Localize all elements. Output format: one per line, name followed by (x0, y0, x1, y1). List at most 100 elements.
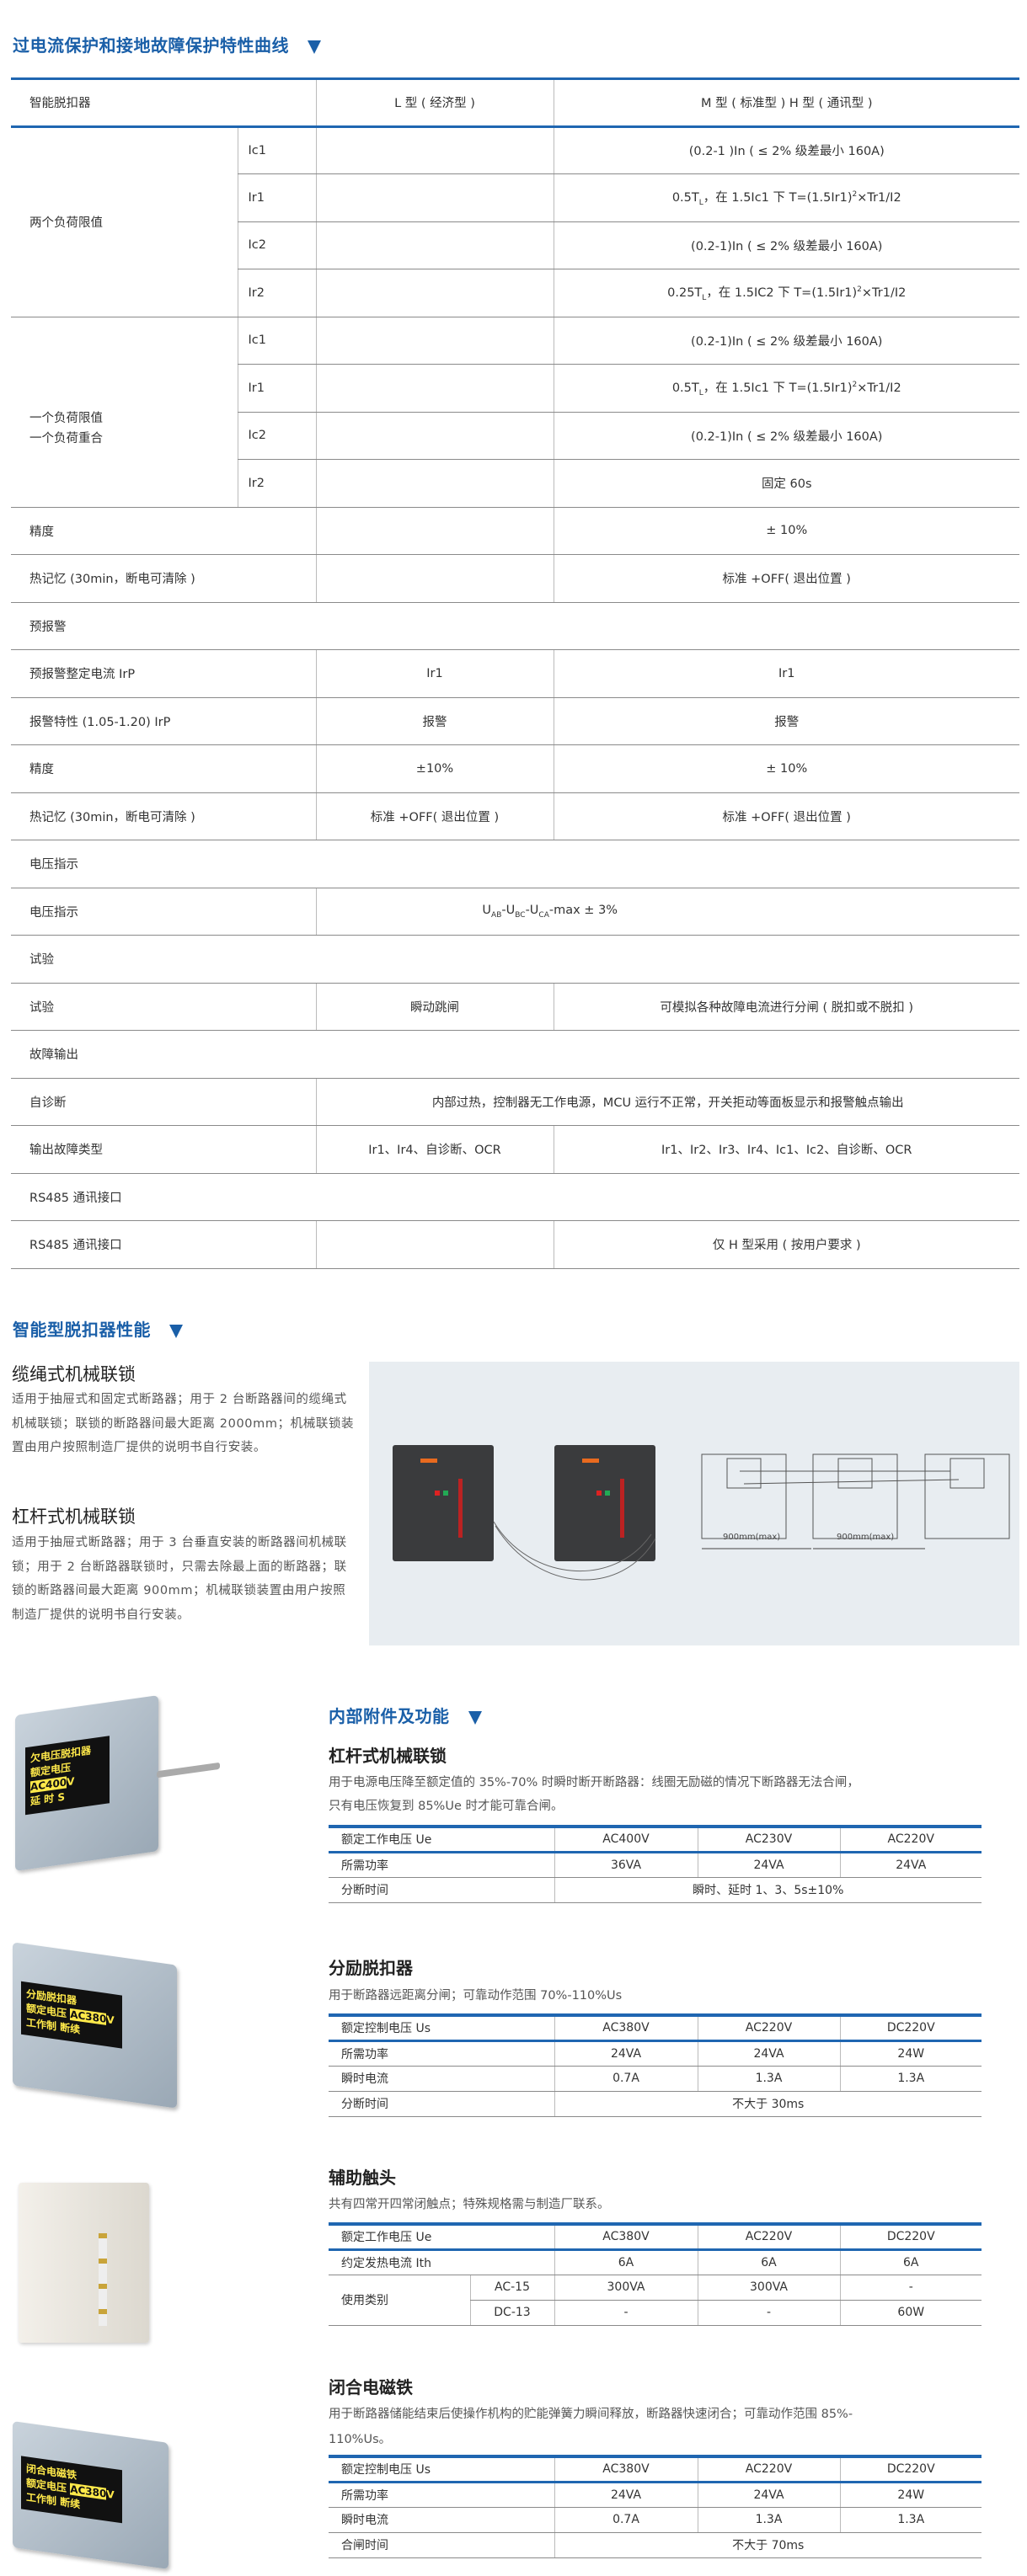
l-cell (315, 364, 554, 413)
row-label: RS485 通讯接口 (11, 1220, 316, 1269)
section-title-internal-accessories: 内部附件及功能 (329, 1703, 482, 1727)
m-cell: (0.2-1)In ( ≤ 2% 级差最小 160A) (553, 317, 1019, 365)
table-cell: 24VA (554, 2040, 698, 2067)
accessory-desc: 用于电源电压降至额定值的 35%-70% 时瞬时断开断路器：线圈无励磁的情况下断… (329, 1776, 859, 1813)
dimension-label: 900mm(max) (837, 1533, 895, 1542)
row-label: 试验 (11, 983, 316, 1031)
shunt-release-image: 分励脱扣器 额定电压 AC380V 工作制 断续 (13, 1942, 177, 2109)
section-label: 预报警 (11, 602, 1019, 650)
lever-interlock-title: 杠杆式机械联锁 (12, 1507, 136, 1527)
title-text: 过电流保护和接地故障保护特性曲线 (13, 35, 289, 56)
table-cell: 300VA (697, 2275, 840, 2301)
table-cell: AC380V (554, 2013, 698, 2042)
m-cell: 0.5TL，在 1.5Ic1 下 T=(1.5Ir1)2×Tr1/I2 (553, 364, 1019, 413)
interlock-illustration: 900mm(max) 900mm(max) (369, 1362, 1019, 1645)
group-label: 两个负荷限值 (11, 126, 238, 317)
m-cell: 可模拟各种故障电流进行分闸 ( 脱扣或不脱扣 ) (553, 983, 1019, 1031)
table-cell: AC380V (554, 2222, 698, 2251)
table-cell: 24W (839, 2482, 982, 2508)
m-cell: 标准 +OFF( 退出位置 ) (553, 792, 1019, 840)
table-cell: 24VA (839, 1852, 982, 1878)
m-cell: 标准 +OFF( 退出位置 ) (553, 554, 1019, 603)
table-cell: 1.3A (839, 2066, 982, 2092)
table-header-row: 智能脱扣器 L 型 ( 经济型 ) M 型 ( 标准型 ) H 型 ( 通讯型 … (11, 77, 1019, 128)
table-cell: 所需功率 (329, 2040, 554, 2067)
triangle-down-icon (169, 1324, 183, 1338)
table-cell: - (697, 2300, 840, 2326)
m-cell: (0.2-1)In ( ≤ 2% 级差最小 160A) (553, 412, 1019, 460)
row-label: 报警特性 (1.05-1.20) IrP (11, 697, 316, 745)
table-cell: AC230V (697, 1825, 840, 1853)
m-cell: Ir1 (553, 649, 1019, 698)
accessory-desc: 用于断路器远距离分闸；可靠动作范围 70%-110%Us (329, 1989, 623, 2003)
table-cell: 1.3A (839, 2507, 982, 2533)
table-cell: 约定发热电流 Ith (329, 2249, 554, 2275)
l-cell (315, 221, 554, 269)
table-row: Ic2 (0.2-1)In ( ≤ 2% 级差最小 160A) (11, 221, 1019, 269)
title-text: 智能型脱扣器性能 (13, 1320, 151, 1340)
table-cell: 300VA (554, 2275, 698, 2301)
row-label: 精度 (11, 507, 316, 555)
breaker-image (554, 1445, 655, 1561)
section-row: 预报警 (11, 602, 1019, 650)
group-label: 一个负荷限值一个负荷重合 (11, 317, 238, 508)
table-cell: 24VA (554, 2482, 698, 2508)
table-row: 两个负荷限值 Ic1 (0.2-1 )In ( ≤ 2% 级差最小 160A) (11, 126, 1019, 317)
table-row: 报警特性 (1.05-1.20) IrP 报警 报警 (11, 697, 1019, 745)
table-cell: 使用类别 (329, 2275, 470, 2326)
l-cell (315, 1220, 554, 1269)
table-cell: 瞬时电流 (329, 2507, 554, 2533)
table-cell: 合闸时间 (329, 2532, 554, 2558)
table-cell: DC-13 (469, 2300, 554, 2326)
table-cell: 额定控制电压 Us (329, 2013, 554, 2042)
m-cell: 0.25TL，在 1.5IC2 下 T=(1.5Ir1)2×Tr1/I2 (553, 269, 1019, 317)
section-row: 电压指示 (11, 840, 1019, 888)
table-cell: 1.3A (697, 2507, 840, 2533)
table-row: 精度 ± 10% (11, 507, 1019, 555)
sub-label: Ic1 (237, 317, 316, 365)
breaker-image (393, 1445, 494, 1561)
section-row: RS485 通讯接口 (11, 1173, 1019, 1221)
section-label: 故障输出 (11, 1030, 1019, 1079)
row-label: 输出故障类型 (11, 1125, 316, 1174)
sub-label: Ir2 (237, 459, 316, 508)
header-cell: 智能脱扣器 (11, 77, 316, 128)
l-cell: Ir1、Ir4、自诊断、OCR (315, 1125, 554, 1174)
table-cell: 6A (839, 2249, 982, 2275)
m-cell: (0.2-1 )In ( ≤ 2% 级差最小 160A) (553, 126, 1019, 174)
table-cell: 1.3A (697, 2066, 840, 2092)
table-row: 预报警整定电流 IrP Ir1 Ir1 (11, 649, 1019, 698)
l-cell (315, 126, 554, 174)
row-label: 热记忆 (30min，断电可清除 ) (11, 792, 316, 840)
table-row: 试验 瞬动跳闸 可模拟各种故障电流进行分闸 ( 脱扣或不脱扣 ) (11, 983, 1019, 1031)
table-row: 热记忆 (30min，断电可清除 ) 标准 +OFF( 退出位置 ) (11, 554, 1019, 603)
table-cell: 60W (839, 2300, 982, 2326)
dimension-label: 900mm(max) (723, 1533, 781, 1542)
table-row: DC-13--60W (329, 2300, 982, 2326)
table-cell: AC220V (697, 2455, 840, 2483)
l-cell: Ir1 (315, 649, 554, 698)
l-cell: 报警 (315, 697, 554, 745)
closing-electromagnet-image: 闭合电磁铁 额定电压 AC380V 工作制 断续 (13, 2421, 168, 2569)
table-cell: 分断时间 (329, 2091, 554, 2117)
m-cell: 0.5TL，在 1.5Ic1 下 T=(1.5Ir1)2×Tr1/I2 (553, 173, 1019, 222)
table-cell: 分断时间 (329, 1877, 554, 1903)
table-row: 分断时间瞬时、延时 1、3、5s±10% (329, 1877, 982, 1903)
l-cell: ±10% (315, 744, 554, 793)
table-cell: 24VA (697, 2482, 840, 2508)
l-cell (315, 459, 554, 508)
table-cell: AC380V (554, 2455, 698, 2483)
cable-interlock-text: 适用于抽屉式和固定式断路器；用于 2 台断路器间的缆绳式机械联锁；联锁的断路器间… (12, 1393, 355, 1454)
m-cell: (0.2-1)In ( ≤ 2% 级差最小 160A) (553, 221, 1019, 269)
table-cell: 24VA (697, 1852, 840, 1878)
m-cell: Ir1、Ir2、Ir3、Ir4、Ic1、Ic2、自诊断、OCR (553, 1125, 1019, 1174)
m-cell: ± 10% (553, 507, 1019, 555)
table-row: Ir1 0.5TL，在 1.5Ic1 下 T=(1.5Ir1)2×Tr1/I2 (11, 364, 1019, 413)
table-row: RS485 通讯接口 仅 H 型采用 ( 按用户要求 ) (11, 1220, 1019, 1269)
